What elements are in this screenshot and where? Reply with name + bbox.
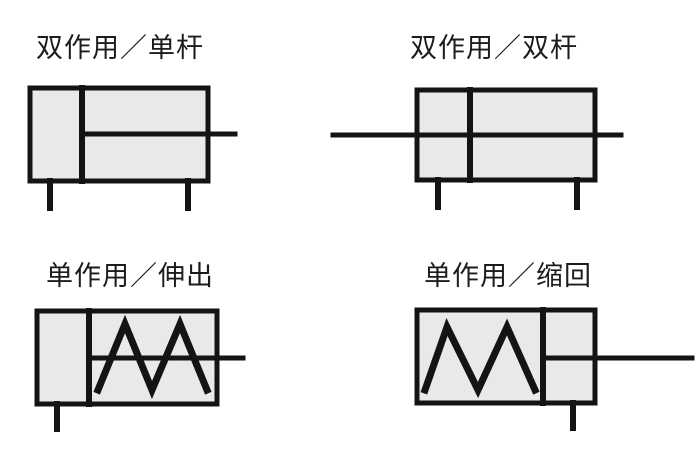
diagram-title-single-acting-extend: 单作用／伸出 <box>46 261 214 291</box>
diagram-title-double-acting-single-rod: 双作用／单杆 <box>36 33 204 63</box>
spring-zigzag <box>420 317 540 399</box>
cylinder-symbol-double-acting-double-rod <box>330 87 624 210</box>
cylinder-symbol-single-acting-extend <box>34 308 246 432</box>
diagram-title-single-acting-retract: 单作用／缩回 <box>424 261 592 291</box>
cylinder-symbol-single-acting-retract <box>414 307 695 431</box>
diagram-title-double-acting-double-rod: 双作用／双杆 <box>410 33 578 63</box>
cylinder-symbol-double-acting-single-rod <box>27 85 238 211</box>
spring-zigzag <box>93 314 212 400</box>
